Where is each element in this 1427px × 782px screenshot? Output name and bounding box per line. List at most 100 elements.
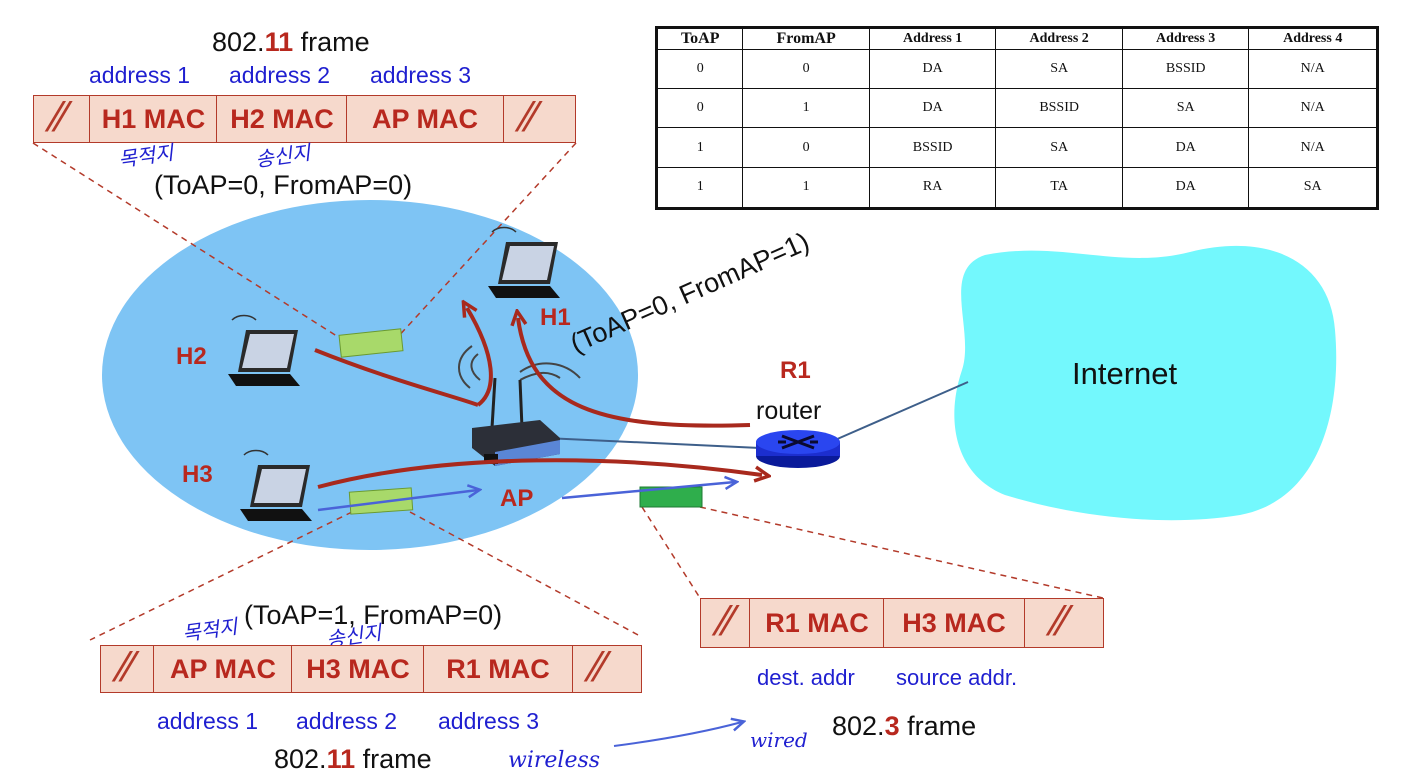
laptop-h2-icon (228, 314, 300, 386)
ethernet-8023-frame: ⁄⁄ R1 MAC H3 MAC ⁄⁄ (700, 598, 1104, 648)
laptop-h3-icon (240, 449, 312, 521)
arrow-h3-to-ap-blue (317, 490, 478, 512)
bottom-frame-title: 802.11 frame (274, 744, 432, 775)
top-cell-h2-mac: H2 MAC (216, 96, 347, 142)
bottom-frame-break-right: ⁄⁄ (591, 645, 605, 691)
table-cell: 0 (742, 127, 870, 168)
table-cell: N/A (1248, 127, 1378, 168)
label-h2: H2 (176, 343, 207, 370)
table-cell: SA (1121, 88, 1250, 129)
table-cell: BSSID (1121, 48, 1250, 90)
top-frame-title-num: 11 (264, 27, 294, 57)
table-cell: DA (868, 88, 997, 129)
internet-cloud (954, 245, 1337, 521)
table-cell: SA (995, 127, 1123, 168)
top-frame-title: 802.11 frame (212, 27, 370, 58)
table-cell: SA (1248, 166, 1378, 210)
table-row: 0 1 DA BSSID SA N/A (655, 88, 1378, 129)
top-frame-title-suffix: frame (300, 27, 370, 57)
bottom-frame-title-suffix: frame (362, 744, 432, 774)
label-internet: Internet (1072, 356, 1178, 391)
eth-frame-title-suffix: frame (907, 711, 977, 741)
top-cell-h1-mac: H1 MAC (89, 96, 217, 142)
table-header-address-4: Address 4 (1248, 27, 1378, 50)
table-cell: 0 (655, 88, 744, 129)
ap-router-link (544, 437, 761, 449)
table-cell: DA (1121, 127, 1250, 168)
arrow-router-to-h1 (518, 318, 751, 428)
table-header-toap: ToAP (655, 27, 744, 50)
eth-frame-title-num: 3 (884, 711, 900, 741)
eth-cell-h3-mac: H3 MAC (883, 599, 1025, 647)
eth-frame-break-right: ⁄⁄ (1053, 599, 1067, 645)
table-cell: N/A (1248, 48, 1378, 90)
bottom-address-1-label: address 1 (157, 708, 259, 734)
table-cell: RA (868, 166, 997, 210)
table-header-address-2: Address 2 (995, 27, 1123, 50)
eth-cell-r1-mac: R1 MAC (749, 599, 884, 647)
eth-frame-title-prefix: 802. (832, 711, 885, 741)
table-cell: 1 (742, 166, 870, 210)
eth-frame-title: 802.3 frame (832, 711, 976, 742)
table-header-address-3: Address 3 (1121, 27, 1250, 50)
top-cell-ap-mac: AP MAC (346, 96, 504, 142)
frame-marker-top (338, 328, 404, 358)
arrow-wireless-to-wired (613, 722, 742, 747)
router-icon (756, 430, 840, 468)
bottom-frame-break-left: ⁄⁄ (119, 645, 133, 691)
table-cell: 1 (655, 166, 744, 210)
bottom-cell-h3-mac: H3 MAC (291, 646, 424, 692)
table-cell: 0 (655, 48, 744, 90)
table-cell: BSSID (995, 88, 1123, 129)
bottom-frame-flags: (ToAP=1, FromAP=0) (244, 600, 503, 630)
top-frame-title-prefix: 802. (212, 27, 265, 57)
arrow-h3-to-router (317, 458, 762, 489)
bottom-frame-title-prefix: 802. (274, 744, 327, 774)
table-header-fromap: FromAP (742, 27, 870, 50)
top-address-3-label: address 3 (370, 62, 472, 88)
eth-frame-break-left: ⁄⁄ (719, 599, 733, 645)
label-ap: AP (500, 485, 534, 512)
table-row: 1 0 BSSID SA DA N/A (655, 127, 1378, 168)
eth-source-label: source addr. (896, 665, 1018, 690)
table-cell: BSSID (868, 127, 997, 168)
bottom-cell-ap-mac: AP MAC (153, 646, 292, 692)
label-h1: H1 (540, 304, 571, 331)
bottom-cell-r1-mac: R1 MAC (423, 646, 573, 692)
label-r1: R1 (780, 357, 811, 384)
handwritten-wireless: wireless (508, 748, 601, 773)
table-cell: DA (1121, 166, 1250, 210)
table-cell: 0 (742, 48, 870, 90)
top-80211-frame: ⁄⁄ H1 MAC H2 MAC AP MAC ⁄⁄ (33, 95, 576, 143)
label-h3: H3 (182, 461, 213, 488)
arrow-ap-to-router-blue (561, 482, 735, 500)
table-cell: N/A (1248, 88, 1378, 129)
top-frame-break-left: ⁄⁄ (52, 95, 66, 141)
bottom-address-2-label: address 2 (296, 708, 398, 734)
bottom-frame-title-num: 11 (326, 744, 356, 774)
table-cell: TA (995, 166, 1123, 210)
arrow-ap-to-h1-left (467, 308, 493, 407)
table-row: 0 0 DA SA BSSID N/A (655, 48, 1378, 90)
ethernet-frame-projection (641, 506, 1104, 599)
laptop-h1-icon (488, 226, 560, 298)
table-header-row: ToAP FromAP Address 1 Address 2 Address … (655, 27, 1378, 50)
top-address-2-label: address 2 (229, 62, 331, 88)
router-internet-link (834, 381, 969, 441)
top-frame-flags: (ToAP=0, FromAP=0) (154, 170, 413, 200)
table-cell: 1 (742, 88, 870, 129)
table-header-address-1: Address 1 (868, 27, 997, 50)
top-address-1-label: address 1 (89, 62, 191, 88)
table-cell: DA (868, 48, 997, 90)
address-field-table: ToAP FromAP Address 1 Address 2 Address … (655, 26, 1379, 210)
bottom-address-3-label: address 3 (438, 708, 540, 734)
bottom-frame-projection (89, 511, 641, 641)
top-frame-projection (32, 142, 577, 341)
table-row: 1 1 RA TA DA SA (655, 166, 1378, 210)
top-frame-break-right: ⁄⁄ (522, 95, 536, 141)
bottom-80211-frame: ⁄⁄ AP MAC H3 MAC R1 MAC ⁄⁄ (100, 645, 642, 693)
label-router: router (756, 397, 822, 425)
table-cell: 1 (655, 127, 744, 168)
arrow-h2-to-ap (314, 348, 479, 407)
